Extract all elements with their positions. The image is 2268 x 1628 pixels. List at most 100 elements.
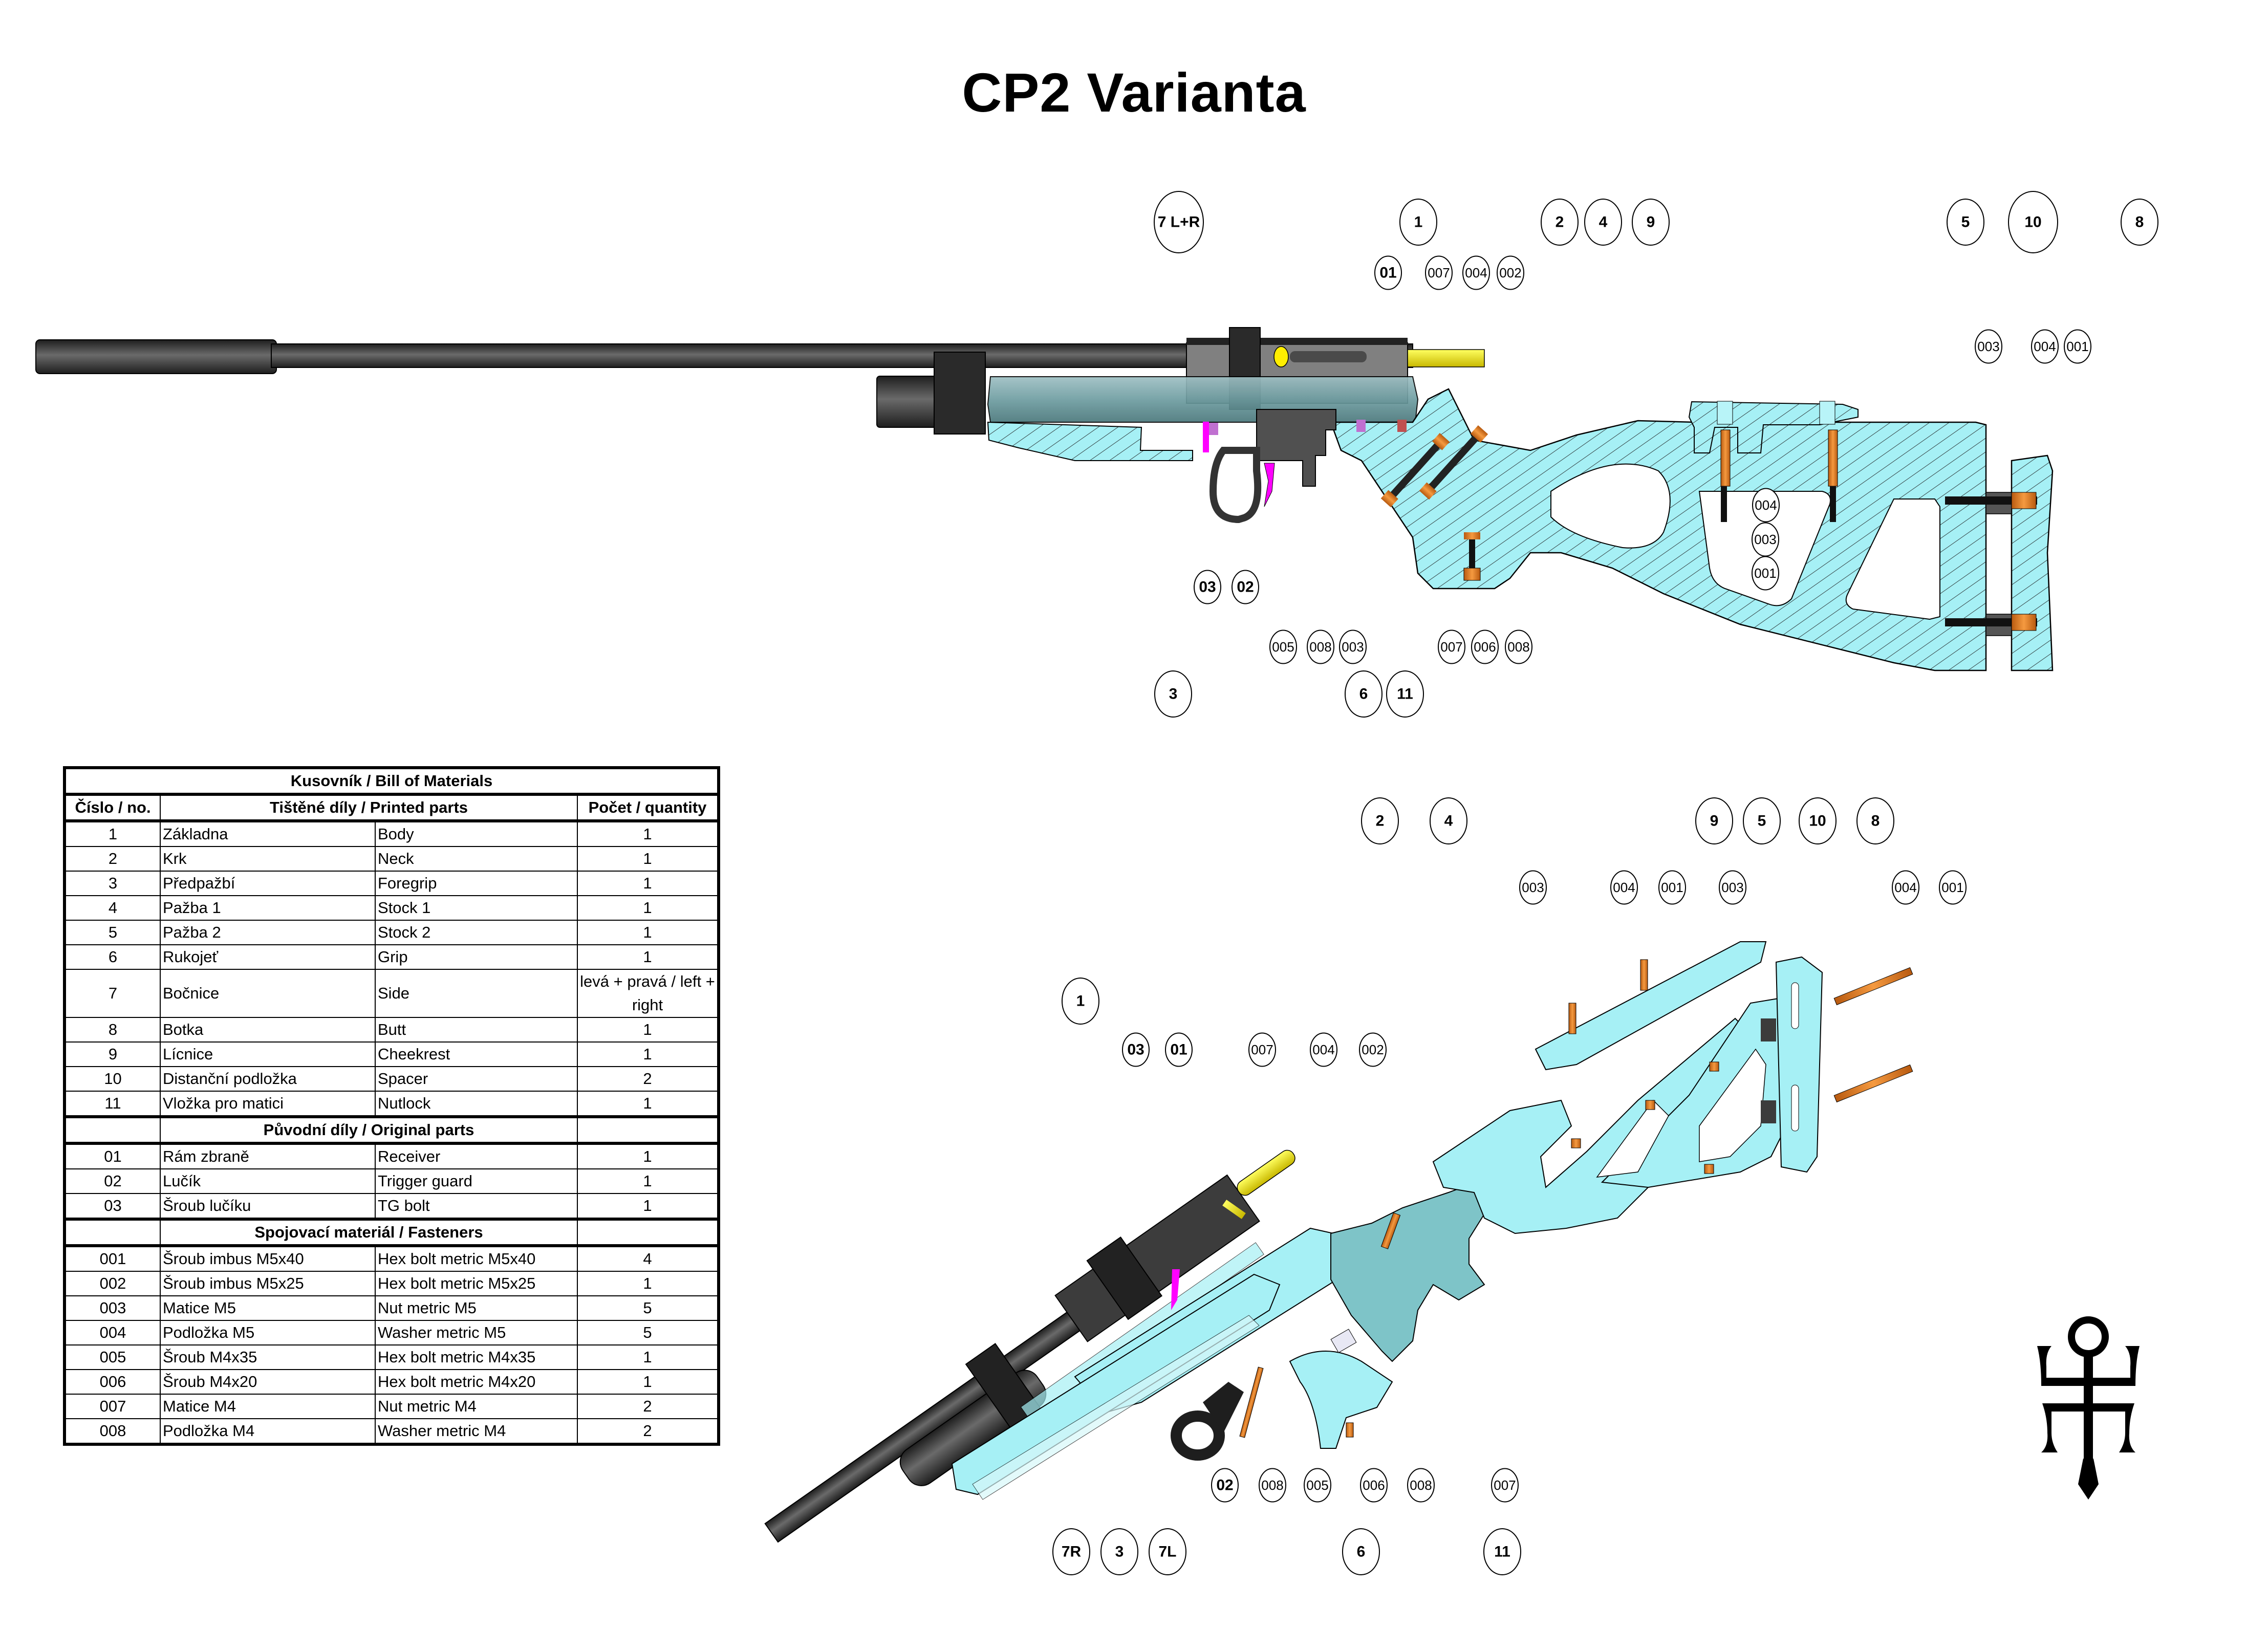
thumbhole-cutout (1550, 463, 1671, 549)
balloon-006: 006 (1471, 630, 1499, 664)
cheekrest-9 (1535, 941, 1767, 1071)
exploded-view (764, 941, 1913, 1543)
bom-header-row: Číslo / no. Tištěné díly / Printed parts… (64, 793, 719, 821)
balloon-6: 6 (1345, 670, 1383, 718)
part-number: 002 (64, 1271, 161, 1296)
balloon-03: 03 (1194, 570, 1221, 604)
balloon-label: 007 (1494, 1478, 1516, 1493)
balloon-label: 003 (1721, 880, 1743, 895)
part-name-cz: Botka (160, 1017, 376, 1043)
balloon-label: 007 (1251, 1042, 1273, 1057)
balloon-label: 004 (1465, 265, 1487, 280)
fasteners-header-label: Spojovací materiál / Fasteners (160, 1218, 578, 1246)
part-name-en: Spacer (375, 1066, 578, 1092)
balloon-4: 4 (1584, 199, 1622, 246)
balloon-003: 003 (1719, 870, 1746, 905)
balloon-label: 008 (1410, 1478, 1432, 1493)
fasteners-header: Spojovací materiál / Fasteners (64, 1218, 719, 1246)
balloon-001: 001 (1939, 870, 1967, 905)
part-name-cz: Bočnice (160, 969, 376, 1018)
part-quantity: 1 (577, 819, 719, 847)
part-name-en: TG bolt (375, 1193, 578, 1220)
neck-2 (1330, 1176, 1496, 1362)
balloon-001: 001 (2064, 329, 2091, 364)
grip-6 (1289, 1351, 1393, 1449)
balloon-label: 11 (1397, 686, 1413, 703)
part-name-en: Side (375, 969, 578, 1018)
balloon-label: 9 (1710, 813, 1719, 830)
balloon-label: 008 (1507, 639, 1529, 655)
part-name-en: Washer metric M5 (375, 1320, 578, 1345)
balloon-label: 03 (1127, 1041, 1144, 1058)
foregrip-3 (951, 1273, 1281, 1495)
original-parts-header: Původní díly / Original parts (64, 1115, 719, 1144)
balloon-3: 3 (1154, 670, 1192, 718)
balloon-label: 02 (1237, 579, 1254, 596)
part-name-cz: Šroub imbus M5x40 (160, 1244, 376, 1272)
bolt-knob (1273, 346, 1289, 367)
balloon-5: 5 (1947, 199, 1984, 246)
part-number: 01 (64, 1142, 161, 1169)
part-name-en: Nut metric M5 (375, 1295, 578, 1321)
part-quantity: 2 (577, 1394, 719, 1419)
part-number: 4 (64, 895, 161, 921)
balloon-label: 001 (2066, 339, 2088, 354)
balloon-9: 9 (1695, 797, 1733, 844)
side-cover-7R (972, 1315, 1260, 1500)
balloon-label: 003 (1342, 639, 1364, 655)
balloon-label: 1 (1414, 214, 1423, 231)
balloon-label: 01 (1170, 1041, 1187, 1058)
part-name-cz: Šroub M4x20 (160, 1369, 376, 1395)
silencer (35, 339, 277, 374)
part-name-cz: Matice M4 (160, 1394, 376, 1419)
bolt-001 (1833, 1064, 1913, 1103)
part-number: 11 (64, 1091, 161, 1117)
part-quantity: 1 (577, 1041, 719, 1067)
part-quantity: 1 (577, 846, 719, 872)
balloon-002: 002 (1497, 255, 1524, 290)
balloon-11: 11 (1483, 1528, 1521, 1575)
balloon-label: 002 (1362, 1042, 1384, 1057)
balloon-008: 008 (1407, 1468, 1435, 1503)
balloon-004: 004 (1752, 488, 1780, 523)
part-name-cz: Distanční podložka (160, 1066, 376, 1092)
part-name-en: Nut metric M4 (375, 1394, 578, 1419)
side-cover-7 (987, 376, 1419, 423)
empty-cell (577, 1218, 719, 1246)
balloon-8: 8 (2121, 199, 2158, 246)
part-name-cz: Pažba 1 (160, 895, 376, 921)
part-number: 003 (64, 1295, 161, 1321)
part-quantity: 1 (577, 895, 719, 921)
balloon-label: 4 (1599, 214, 1608, 231)
balloon-001: 001 (1658, 870, 1686, 905)
empty-cell (577, 1115, 719, 1144)
balloon-label: 9 (1647, 214, 1655, 231)
part-name-en: Hex bolt metric M4x20 (375, 1369, 578, 1395)
part-quantity: 1 (577, 1193, 719, 1220)
bolt-handle (1407, 349, 1485, 367)
part-quantity: 1 (577, 1091, 719, 1117)
part-name-en: Body (375, 819, 578, 847)
part-quantity: 5 (577, 1320, 719, 1345)
balloon-label: 006 (1474, 639, 1496, 655)
balloon-label: 11 (1494, 1544, 1510, 1560)
balloon-1: 1 (1062, 978, 1099, 1025)
balloon-7L: 7L (1149, 1528, 1186, 1575)
balloon-label: 003 (1522, 880, 1544, 895)
part-number: 1 (64, 819, 161, 847)
balloon-label: 3 (1169, 686, 1178, 703)
part-quantity: 1 (577, 1168, 719, 1194)
part-name-cz: Krk (160, 846, 376, 872)
butt-8 (2011, 454, 2054, 671)
bolt-006 (1346, 1422, 1354, 1438)
balloon-label: 2 (1376, 813, 1385, 830)
balloon-6: 6 (1342, 1528, 1380, 1575)
